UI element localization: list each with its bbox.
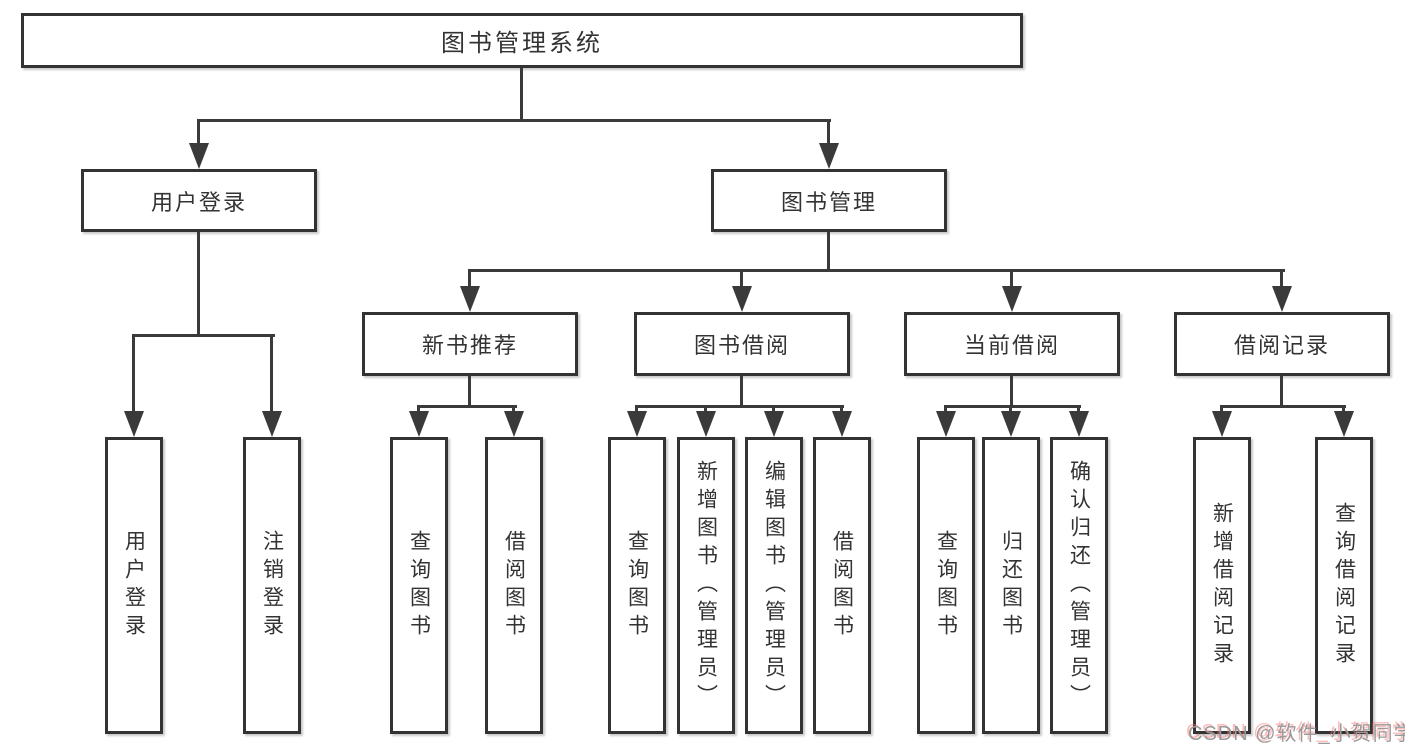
connector-current-hline (944, 405, 1081, 408)
node-label: 图书管理系统 (441, 30, 603, 57)
connector-to-book-borrow-line (740, 269, 743, 288)
node-label: 用户登录 (122, 529, 146, 642)
connector-line (1220, 405, 1223, 413)
node-label: 当前借阅 (963, 333, 1060, 358)
connector-to-borrow-records-line (1280, 269, 1283, 288)
node-label: 借阅图书 (502, 529, 526, 642)
connector-root-hline (197, 119, 831, 122)
connector-user-login-hline (132, 334, 275, 337)
node-login-logout: 注销登录 (243, 437, 301, 734)
connector-to-current-borrow-line (1010, 269, 1013, 288)
arrowhead-icon (764, 411, 784, 437)
node-label: 用户登录 (150, 189, 247, 215)
connector-line (1342, 405, 1345, 413)
arrowhead-icon (696, 411, 716, 437)
connector-line (704, 405, 707, 413)
node-newrec-query-book: 查询图书 (390, 437, 448, 734)
arrowhead-icon (1069, 411, 1089, 437)
node-records-query-record: 查询借阅记录 (1315, 437, 1373, 734)
connector-line (840, 405, 843, 413)
node-label: 查询借阅记录 (1332, 501, 1356, 670)
connector-book-management-vline (827, 232, 830, 272)
connector-root-vline (520, 68, 523, 122)
connector-line (635, 405, 638, 413)
connector-records-stub (1280, 376, 1283, 408)
node-label: 新增借阅记录 (1210, 501, 1234, 670)
node-current-return-book: 归还图书 (982, 437, 1040, 734)
connector-line (417, 405, 420, 413)
connector-line (1077, 405, 1080, 413)
arrowhead-icon (504, 411, 524, 437)
node-current-query-book: 查询图书 (917, 437, 975, 734)
node-borrow-edit-book-admin: 编辑图书（管理员） (745, 437, 803, 734)
node-label: 注销登录 (260, 529, 284, 642)
node-label: 编辑图书（管理员） (762, 459, 786, 712)
node-borrow-query-book: 查询图书 (608, 437, 666, 734)
connector-to-book-management-line (827, 119, 830, 145)
connector-to-user-login-line (197, 119, 200, 145)
arrowhead-icon (409, 411, 429, 437)
connector-book-management-hline (468, 269, 1285, 272)
connector-newrec-hline (417, 405, 517, 408)
connector-line (512, 405, 515, 413)
node-borrowing-records: 借阅记录 (1174, 312, 1390, 376)
node-label: 借阅图书 (830, 529, 854, 642)
arrowhead-icon (732, 286, 752, 312)
connector-line (944, 405, 947, 413)
arrowhead-icon (460, 286, 480, 312)
connector-to-login-action-line (132, 334, 135, 413)
connector-line (1009, 405, 1012, 413)
arrowhead-icon (936, 411, 956, 437)
node-label: 查询图书 (934, 529, 958, 642)
node-records-add-record: 新增借阅记录 (1193, 437, 1251, 734)
connector-newrec-stub (468, 376, 471, 408)
node-current-borrowing: 当前借阅 (904, 312, 1120, 376)
node-label: 图书借阅 (693, 333, 790, 358)
connector-current-stub (1010, 376, 1013, 408)
node-label: 查询图书 (625, 529, 649, 642)
node-label: 确认归还（管理员） (1067, 459, 1091, 712)
arrowhead-icon (1002, 286, 1022, 312)
arrowhead-icon (124, 411, 144, 437)
connector-to-logout-line (270, 334, 273, 413)
node-book-management: 图书管理 (711, 169, 947, 232)
arrowhead-icon (1272, 286, 1292, 312)
connector-borrow-hline (635, 405, 844, 408)
node-new-book-recommend: 新书推荐 (362, 312, 578, 376)
arrowhead-icon (262, 411, 282, 437)
arrowhead-icon (1212, 411, 1232, 437)
node-label: 借阅记录 (1233, 333, 1330, 358)
connector-user-login-vline (197, 232, 200, 337)
node-newrec-borrow-book: 借阅图书 (485, 437, 543, 734)
arrowhead-icon (832, 411, 852, 437)
connector-line (772, 405, 775, 413)
arrowhead-icon (819, 143, 839, 169)
node-label: 新书推荐 (421, 333, 518, 358)
connector-records-hline (1220, 405, 1346, 408)
node-borrow-borrow-book: 借阅图书 (813, 437, 871, 734)
arrowhead-icon (627, 411, 647, 437)
node-label: 图书管理 (780, 189, 877, 215)
arrowhead-icon (1334, 411, 1354, 437)
node-login-user-login: 用户登录 (105, 437, 163, 734)
csdn-watermark: CSDN @软件_小贺同学 (1188, 723, 1405, 745)
node-user-login: 用户登录 (81, 169, 317, 232)
node-label: 查询图书 (407, 529, 431, 642)
connector-borrow-stub (740, 376, 743, 408)
node-root-library-management-system: 图书管理系统 (21, 13, 1023, 68)
node-label: 新增图书（管理员） (694, 459, 718, 712)
arrowhead-icon (189, 143, 209, 169)
arrowhead-icon (1001, 411, 1021, 437)
connector-to-new-book-line (468, 269, 471, 288)
node-book-borrowing: 图书借阅 (634, 312, 850, 376)
node-borrow-add-book-admin: 新增图书（管理员） (677, 437, 735, 734)
node-current-confirm-return-admin: 确认归还（管理员） (1050, 437, 1108, 734)
node-label: 归还图书 (999, 529, 1023, 642)
